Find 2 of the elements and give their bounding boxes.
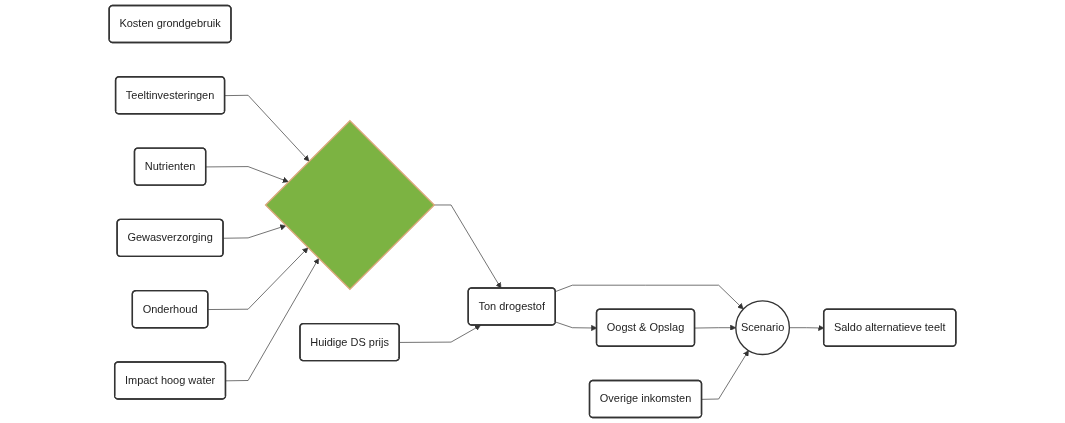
node-circle: Scenario [735,300,791,356]
node-diamond [264,119,436,291]
